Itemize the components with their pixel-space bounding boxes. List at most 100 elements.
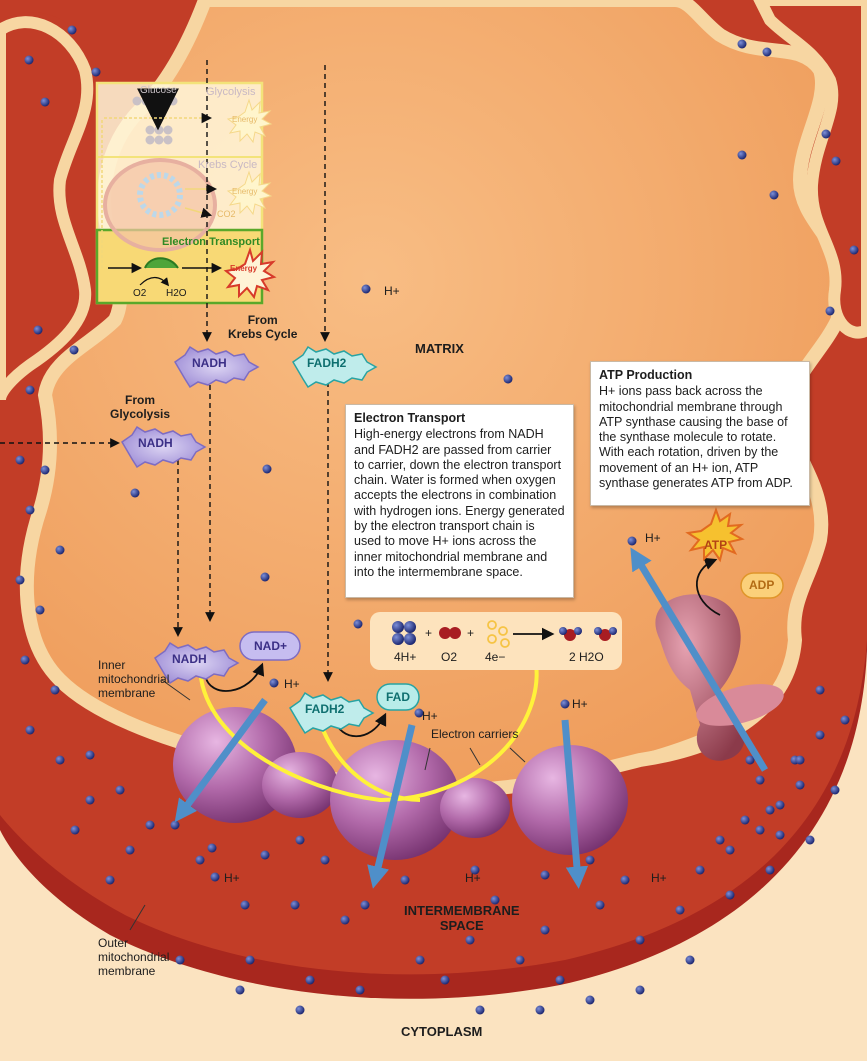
h-ion-dot: [269, 678, 279, 688]
h-ion-dot: [305, 975, 315, 985]
h-plus-label: H+: [572, 697, 588, 711]
h-ion-dot: [765, 805, 775, 815]
h-ion-dot: [170, 820, 180, 830]
from-glycolysis-label: From Glycolysis: [110, 393, 171, 421]
h-ion-dot: [361, 284, 371, 294]
h-plus-label: H+: [384, 284, 400, 298]
h-ion-dot: [725, 890, 735, 900]
atp-production-text: H+ ions pass back across the mitochondri…: [599, 384, 793, 491]
h-ion-dot: [360, 900, 370, 910]
electron-transport-text: High-energy electrons from NADH and FADH…: [354, 427, 565, 579]
h-ion-dot: [145, 820, 155, 830]
h-ion-dot: [635, 985, 645, 995]
crista-fold: [753, 0, 867, 339]
fadh2-label: FADH2: [307, 356, 347, 370]
eq-h-label: 4H+: [394, 650, 417, 664]
h-ion-dot: [25, 385, 35, 395]
h-ion-dot: [91, 67, 101, 77]
h-ion-dot: [235, 985, 245, 995]
h-ion-dot: [737, 150, 747, 160]
electron-transport-box: Electron Transport High-energy electrons…: [345, 404, 574, 598]
h-plus-label: H+: [422, 709, 438, 723]
h-ion-dot: [207, 843, 217, 853]
h-ion-dot: [805, 835, 815, 845]
h-ion-dot: [67, 25, 77, 35]
h-ion-dot: [595, 900, 605, 910]
h-ion-dot: [675, 905, 685, 915]
nadh-label: NADH: [172, 652, 207, 666]
h-ion-dot: [25, 505, 35, 515]
h-ion-dot: [740, 815, 750, 825]
h-ion-dot: [440, 975, 450, 985]
h-ion-dot: [295, 1005, 305, 1015]
h-ion-dot: [795, 780, 805, 790]
h-ion-dot: [515, 955, 525, 965]
h-ion-dot: [470, 865, 480, 875]
nadh-badge-mid: [121, 425, 207, 469]
inset-h2o-label: H2O: [166, 288, 187, 299]
h-ion-dot: [475, 1005, 485, 1015]
h-ion-dot: [295, 835, 305, 845]
fad-badge: [376, 683, 420, 711]
h-ion-dot: [745, 755, 755, 765]
h-ion-dot: [40, 97, 50, 107]
h-ion-dot: [715, 835, 725, 845]
h-ion-dot: [240, 900, 250, 910]
h-ion-dot: [175, 955, 185, 965]
h-ion-dot: [755, 825, 765, 835]
eq-electron-label: 4e−: [485, 650, 506, 664]
h-ion-dot: [262, 464, 272, 474]
h-ion-dot: [765, 865, 775, 875]
h-ion-dot: [503, 374, 513, 384]
h-ion-dot: [414, 708, 424, 718]
h-ion-dot: [560, 699, 570, 709]
h-ion-dot: [260, 850, 270, 860]
adp-badge: [740, 572, 784, 599]
inset-co2-label: CO2: [217, 209, 236, 219]
adp-label: ADP: [749, 578, 775, 592]
h-ion-return-arrow: [630, 547, 768, 772]
h-plus-label: H+: [465, 871, 481, 885]
h-ion-dot: [465, 935, 475, 945]
nad-plus-badge: [239, 631, 301, 661]
inset-krebs-label: Krebs Cycle: [198, 159, 258, 171]
atp-label: ATP: [704, 538, 728, 552]
h-ion-dot: [540, 870, 550, 880]
h-ion-dot: [620, 875, 630, 885]
h-ion-dot: [85, 795, 95, 805]
h-ion-dot: [831, 156, 841, 166]
h-ion-dot: [195, 855, 205, 865]
h-ion-dot: [840, 715, 850, 725]
nadh-label: NADH: [192, 356, 227, 370]
eq-o2-label: O2: [441, 650, 458, 664]
h-ion-dot: [825, 306, 835, 316]
h-ion-dot: [535, 1005, 545, 1015]
inset-energy-label: Energy: [230, 264, 258, 273]
h-ion-dot: [50, 685, 60, 695]
fadh2-badge-bottom: [289, 691, 375, 735]
h-ion-dot: [585, 995, 595, 1005]
h-ion-pump-arrow: [174, 697, 268, 823]
h-ion-dot: [725, 845, 735, 855]
h-ion-dot: [260, 572, 270, 582]
inset-energy-label: Energy: [232, 187, 258, 196]
h-ion-dot: [40, 465, 50, 475]
h-ion-dot: [355, 985, 365, 995]
h-ion-dot: [555, 975, 565, 985]
h-ion-dot: [115, 785, 125, 795]
h-ion-dot: [830, 785, 840, 795]
inner-membrane-label: Inner mitochondrial membrane: [98, 658, 170, 700]
inset-glycolysis-label: Glycolysis: [206, 86, 256, 98]
h-ion-dot: [685, 955, 695, 965]
eq-plus: +: [467, 626, 475, 640]
h-ion-dot: [290, 900, 300, 910]
h-ion-dot: [775, 800, 785, 810]
atp-star: [685, 507, 745, 563]
h-ion-dot: [210, 872, 220, 882]
inset-energy-label: Energy: [232, 115, 258, 124]
h-ion-dot: [130, 488, 140, 498]
eq-plus: +: [425, 626, 433, 640]
nadh-badge-bottom: [154, 641, 240, 685]
h-ion-dot: [55, 545, 65, 555]
fad-label: FAD: [386, 690, 410, 704]
